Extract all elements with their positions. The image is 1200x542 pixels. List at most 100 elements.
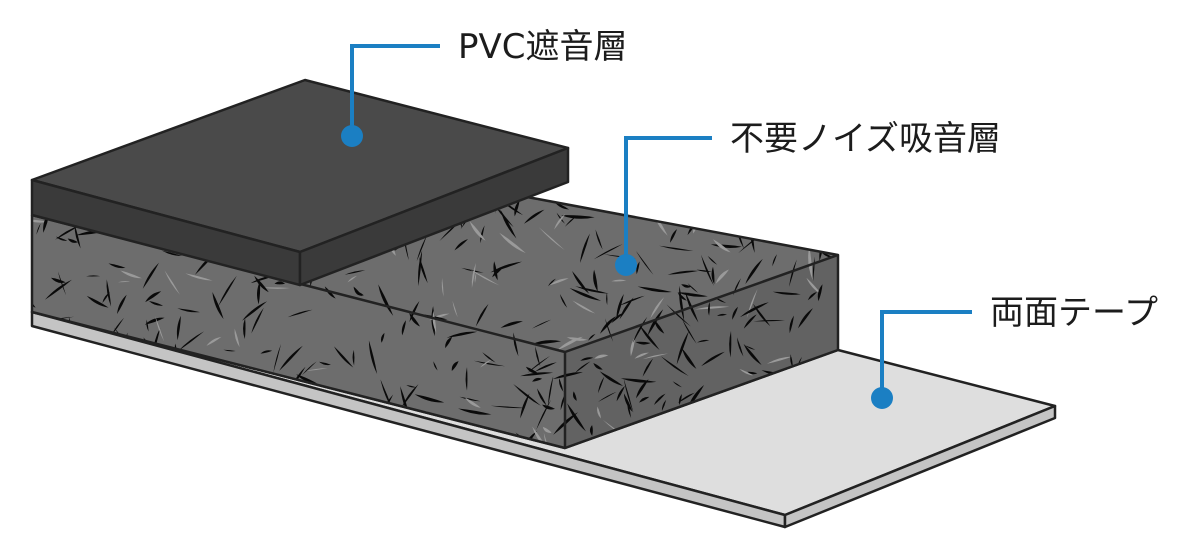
foam-fleck: [733, 188, 752, 192]
foam-fleck: [616, 386, 625, 402]
foam-fleck: [524, 209, 545, 224]
foam-fleck: [766, 356, 793, 364]
foam-fleck: [243, 318, 246, 339]
foam-fleck: [319, 361, 331, 366]
foam-fleck: [552, 372, 583, 380]
foam-fleck: [594, 354, 609, 359]
foam-fleck: [454, 239, 468, 251]
foam-fleck: [268, 444, 275, 448]
foam-fleck: [600, 316, 617, 334]
foam-fleck: [36, 223, 41, 235]
foam-fleck: [580, 357, 594, 361]
callout-absorb: 不要ノイズ吸音層: [615, 119, 1001, 276]
foam-fleck: [719, 195, 748, 200]
foam-fleck: [580, 233, 590, 263]
foam-fleck: [144, 317, 165, 325]
foam-fleck: [797, 175, 812, 178]
foam-fleck: [302, 361, 317, 376]
foam-fleck: [697, 339, 710, 343]
foam-fleck: [409, 312, 420, 327]
foam-fleck: [669, 177, 698, 196]
foam-fleck: [796, 163, 809, 170]
foam-fleck: [682, 348, 697, 369]
foam-fleck: [32, 422, 36, 436]
foam-fleck: [84, 422, 109, 441]
foam-fleck: [145, 291, 162, 303]
foam-fleck: [821, 214, 832, 217]
foam-fleck: [736, 188, 751, 207]
foam-fleck: [33, 395, 56, 423]
circle-dot-icon: [871, 387, 893, 409]
foam-fleck: [74, 224, 81, 249]
foam-fleck: [145, 415, 149, 436]
foam-fleck: [144, 423, 163, 438]
foam-fleck: [634, 352, 649, 359]
foam-fleck: [59, 417, 65, 430]
foam-fleck: [636, 379, 649, 399]
foam-fleck: [534, 362, 557, 372]
foam-fleck: [242, 301, 268, 321]
foam-fleck: [368, 340, 378, 374]
foam-fleck: [806, 277, 822, 295]
foam-fleck: [146, 319, 149, 332]
tape-layer: [30, 310, 1057, 529]
foam-fleck: [670, 229, 677, 243]
foam-fleck: [206, 336, 222, 346]
foam-fleck: [593, 363, 603, 370]
foam-fleck: [659, 245, 694, 251]
foam-fleck: [287, 309, 313, 318]
foam-fleck: [566, 337, 588, 341]
foam-fleck: [572, 391, 577, 401]
foam-fleck: [514, 200, 520, 217]
foam-fleck: [711, 266, 715, 285]
foam-fleck: [432, 310, 437, 333]
foam-fleck: [191, 373, 200, 404]
foam-fleck: [747, 201, 765, 217]
foam-fleck: [681, 318, 697, 344]
circle-dot-icon: [341, 125, 363, 147]
foam-fleck: [531, 319, 552, 329]
foam-fleck: [341, 424, 372, 427]
foam-fleck: [817, 284, 823, 302]
foam-fleck: [701, 351, 725, 367]
foam-fleck: [732, 306, 738, 320]
foam-front-face: [32, 215, 565, 448]
foam-fleck: [708, 187, 734, 214]
foam-fleck: [347, 275, 357, 283]
foam-fleck: [218, 275, 237, 307]
foam-fleck: [86, 295, 109, 308]
foam-fleck: [257, 281, 261, 305]
foam-fleck: [680, 171, 691, 184]
foam-fleck: [149, 374, 167, 391]
foam-fleck: [661, 399, 667, 412]
foam-fleck: [118, 281, 130, 283]
foam-fleck: [617, 194, 646, 209]
foam-fleck: [537, 388, 547, 406]
foam-fleck: [572, 271, 590, 294]
foam-fleck: [527, 355, 551, 374]
foam-fleck: [473, 360, 506, 367]
foam-fleck: [67, 238, 78, 243]
foam-fleck: [176, 315, 181, 341]
foam-fleck: [824, 207, 831, 224]
foam-fleck: [55, 236, 68, 241]
foam-fleck: [155, 316, 165, 342]
foam-fleck: [635, 341, 651, 345]
foam-fleck: [807, 291, 817, 301]
foam-fleck: [628, 168, 638, 174]
foam-fleck: [790, 354, 793, 368]
foam-fleck: [789, 315, 794, 334]
foam-fleck: [650, 297, 665, 319]
foam-fleck: [239, 407, 262, 435]
foam-fleck: [558, 378, 564, 392]
foam-fleck: [666, 304, 691, 327]
foam-fleck: [616, 294, 624, 320]
foam-fleck: [401, 384, 419, 408]
foam-fleck: [561, 215, 595, 219]
foam-fleck: [598, 376, 605, 394]
foam-fleck: [597, 406, 601, 419]
foam-fleck: [606, 292, 608, 305]
foam-fleck: [142, 262, 159, 289]
foam-fleck: [325, 414, 339, 437]
foam-fleck: [535, 346, 541, 367]
